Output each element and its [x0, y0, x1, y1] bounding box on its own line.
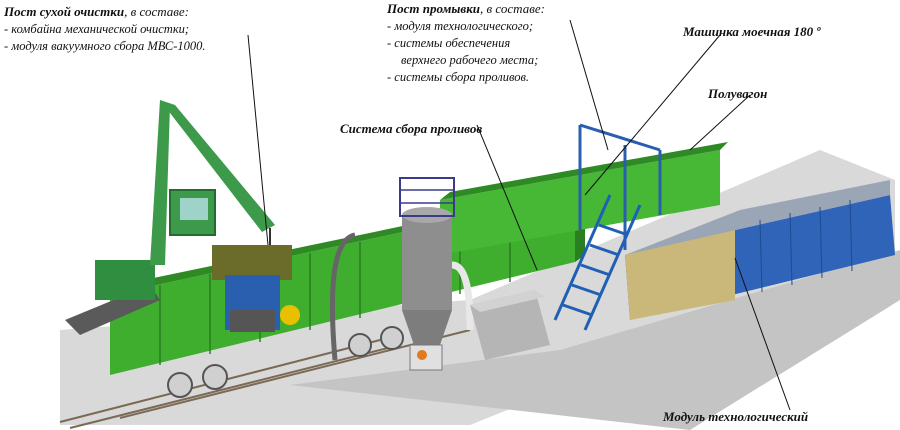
- wash-post-item-3: верхнего рабочего места;: [401, 53, 539, 67]
- leader-lines: [247, 19, 791, 411]
- silo: [399, 177, 455, 371]
- white-pipe: [451, 261, 474, 331]
- ground-platform: [60, 150, 895, 425]
- vacuum-hose: [329, 232, 356, 361]
- dry-post-title: Пост сухой очистки: [4, 4, 125, 19]
- wash-post-item-2: - системы обеспечения: [387, 36, 511, 50]
- dry-post-item-1: - комбайна механической очистки;: [4, 22, 190, 36]
- wash-post-suffix: , в составе:: [480, 1, 545, 16]
- wheel-bogies: [167, 326, 404, 398]
- ladder: [553, 194, 642, 331]
- technological-module: [625, 180, 895, 320]
- wash-post-item-1: - модуля технологического;: [387, 19, 533, 33]
- dry-post-label: Пост сухой очистки, в составе: - комбайн…: [4, 3, 205, 54]
- crane: [65, 100, 275, 335]
- wash-post-title: Пост промывки: [387, 1, 481, 16]
- washer-label: Машинка моечная 180 º: [683, 24, 821, 39]
- spill-system-label: Система сбора проливов: [340, 121, 483, 136]
- dry-post-item-2: - модуля вакуумного сбора МВС-1000.: [4, 39, 206, 53]
- dry-post-suffix: , в составе:: [124, 4, 190, 19]
- spill-tank: [470, 290, 550, 360]
- wash-post-label: Пост промывки, в составе: - модуля техно…: [387, 0, 545, 85]
- tech-module-label: Модуль технологический: [663, 409, 809, 424]
- wagon-label: Полувагон: [708, 86, 768, 101]
- cleaning-combine: [212, 245, 300, 332]
- concrete-slab: [290, 250, 900, 430]
- wash-post-item-4: - системы сбора проливов.: [387, 70, 530, 84]
